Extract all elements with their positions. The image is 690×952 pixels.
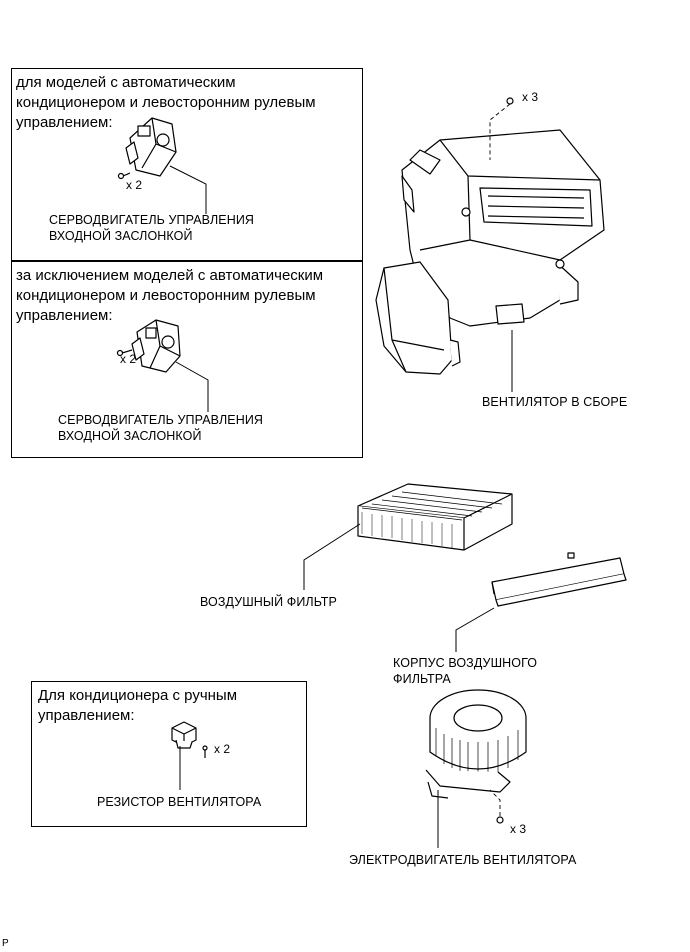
blower-assembly-drawing bbox=[375, 97, 605, 375]
servo-1-label: СЕРВОДВИГАТЕЛЬ УПРАВЛЕНИЯ ВХОДНОЙ ЗАСЛОН… bbox=[49, 213, 255, 243]
servo-1-bolt-qty: x 2 bbox=[126, 178, 143, 192]
blower-resistor-drawing bbox=[171, 721, 208, 758]
auto-ac-lhd-panel: для моделей с автоматическим кондиционер… bbox=[11, 68, 363, 261]
manual-ac-panel: Для кондиционера с ручным управлением: bbox=[31, 681, 307, 827]
blower-assy-screw-qty: x 3 bbox=[522, 90, 539, 104]
servo-2-bolt-qty: x 2 bbox=[120, 352, 137, 366]
page-code: P bbox=[2, 938, 9, 949]
except-auto-ac-title: за исключением моделей с автоматическим … bbox=[16, 267, 324, 324]
filter-case-drawing bbox=[491, 552, 627, 607]
servo-motor-1-drawing bbox=[117, 117, 177, 180]
auto-ac-lhd-title: для моделей с автоматическим кондиционер… bbox=[16, 74, 316, 131]
manual-ac-title: Для кондиционера с ручным управлением: bbox=[38, 687, 238, 724]
servo-2-label: СЕРВОДВИГАТЕЛЬ УПРАВЛЕНИЯ ВХОДНОЙ ЗАСЛОН… bbox=[58, 413, 264, 443]
resistor-screw-qty: x 2 bbox=[214, 742, 231, 756]
blower-motor-screw-qty: x 3 bbox=[510, 822, 527, 836]
blower-motor-label: ЭЛЕКТРОДВИГАТЕЛЬ ВЕНТИЛЯТОРА bbox=[349, 853, 577, 867]
air-filter-drawing bbox=[357, 483, 513, 551]
blower-motor-drawing bbox=[425, 689, 527, 824]
resistor-label: РЕЗИСТОР ВЕНТИЛЯТОРА bbox=[97, 795, 262, 809]
except-auto-ac-panel: за исключением моделей с автоматическим … bbox=[11, 261, 363, 458]
blower-assy-label: ВЕНТИЛЯТОР В СБОРЕ bbox=[482, 395, 628, 409]
servo-motor-2-drawing bbox=[116, 319, 181, 373]
filter-case-label: КОРПУС ВОЗДУШНОГО ФИЛЬТРА bbox=[393, 656, 538, 686]
air-filter-label: ВОЗДУШНЫЙ ФИЛЬТР bbox=[200, 595, 337, 609]
